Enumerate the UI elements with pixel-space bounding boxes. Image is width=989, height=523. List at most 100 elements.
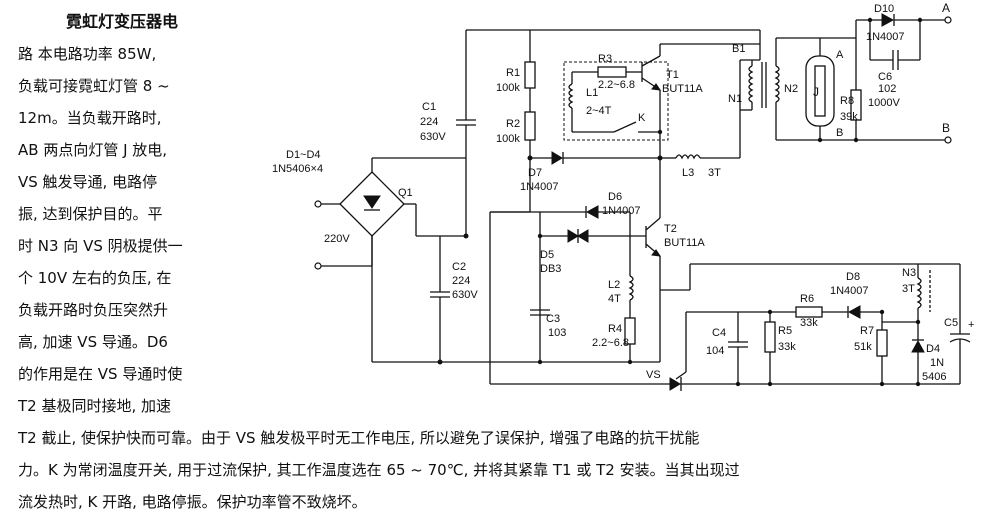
text-line-7: 时 N3 向 VS 阴极提供一 <box>18 237 183 255</box>
d6-label: D6 <box>608 191 622 203</box>
mains-voltage: 220V <box>324 233 350 245</box>
vs-label: VS <box>646 369 661 381</box>
capacitor-c4 <box>728 312 748 384</box>
diode-d4 <box>882 319 925 387</box>
diac-d5 <box>567 229 646 243</box>
r3-label: R3 <box>598 53 612 65</box>
r8-value: 39k <box>840 111 858 123</box>
bridge-part: 1N5406×4 <box>272 163 323 175</box>
r1-label: R1 <box>506 67 520 79</box>
transformer-b1 <box>739 30 780 140</box>
bridge-label: D1~D4 <box>286 149 321 161</box>
lamp-label: J <box>813 85 819 99</box>
r2-label: R2 <box>506 118 520 130</box>
thermal-switch-k <box>613 121 663 135</box>
d6-part: 1N4007 <box>602 205 641 217</box>
d7-label: D7 <box>528 167 542 179</box>
text-bottom-2: 力。K 为常闭温度开关, 用于过流保护, 其工作温度选在 65 ~ 70℃, 并… <box>18 461 740 479</box>
transistor-t2 <box>645 158 662 362</box>
text-line-12: T2 基极同时接地, 加速 <box>18 397 172 415</box>
bridge-rectifier <box>339 157 466 362</box>
capacitor-c6 <box>869 20 921 70</box>
l3-value: 3T <box>708 167 721 179</box>
text-line-3: 12m。当负载开路时, <box>18 109 162 127</box>
resistor-r4 <box>624 317 636 362</box>
text-bottom-1: T2 截止, 使保护快而可靠。由于 VS 触发极平时无工作电压, 所以避免了误保… <box>18 429 700 447</box>
diode-d7 <box>530 151 663 165</box>
resistor-r2 <box>524 111 536 212</box>
text-line-2: 负载可接霓虹灯管 8 ~ <box>18 77 170 95</box>
t1-k-dashed-outline <box>563 61 669 141</box>
c5-plus: + <box>968 319 974 331</box>
r1-value: 100k <box>496 82 520 94</box>
lamp-pin-b: B <box>836 127 843 139</box>
thyristor-vs <box>669 312 946 391</box>
terminal-a <box>944 16 952 24</box>
c6-voltage: 1000V <box>868 97 900 109</box>
terminal-b <box>944 136 952 144</box>
capacitor-c1 <box>456 30 476 236</box>
d4-part-a: 1N <box>930 357 944 369</box>
inductor-l1 <box>568 72 614 133</box>
t1-part: BUT11A <box>662 83 703 95</box>
c3-label: C3 <box>546 313 560 325</box>
resistor-r6 <box>770 306 848 318</box>
t1-label: T1 <box>666 69 679 81</box>
inductor-l2 <box>628 236 634 318</box>
r2-value: 100k <box>496 133 520 145</box>
capacitor-c2 <box>430 236 450 362</box>
l1-label: L1 <box>586 87 598 99</box>
text-line-11: 的作用是在 VS 导通时使 <box>18 365 183 383</box>
l3-label: L3 <box>682 167 694 179</box>
b1-label: B1 <box>732 43 745 55</box>
article-title: 霓虹灯变压器电 <box>66 12 179 31</box>
out-a-label: A <box>942 1 950 15</box>
text-line-8: 个 10V 左右的负压, 在 <box>18 269 172 287</box>
text-bottom-3: 流发热时, K 开路, 电路停振。保护功率管不致烧坏。 <box>18 493 367 511</box>
r5-label: R5 <box>778 325 792 337</box>
c2-voltage: 630V <box>452 289 478 301</box>
resistor-r1 <box>524 30 536 112</box>
text-line-1: 路 本电路功率 85W, <box>18 45 157 63</box>
r6-value: 33k <box>800 317 818 329</box>
c1-label: C1 <box>422 101 436 113</box>
lamp-pin-a: A <box>836 49 844 61</box>
r4-value: 2.2~6.8 <box>592 337 629 349</box>
r8-label: R8 <box>840 95 854 107</box>
c6-label: C6 <box>878 71 892 83</box>
diode-d6 <box>490 205 631 236</box>
resistor-r5 <box>764 312 776 384</box>
resistor-r3 <box>572 66 642 78</box>
d8-part: 1N4007 <box>830 285 869 297</box>
n2-label: N2 <box>784 83 798 95</box>
d8-label: D8 <box>846 271 860 283</box>
inductor-l3 <box>660 110 741 160</box>
capacitor-c3 <box>530 309 550 316</box>
text-line-5: VS 触发导通, 电路停 <box>18 173 158 191</box>
l2-value: 4T <box>608 293 621 305</box>
c2-value: 224 <box>452 275 470 287</box>
capacitor-c5 <box>946 326 971 385</box>
d10-label: D10 <box>874 3 894 15</box>
d4-part-b: 5406 <box>922 371 946 383</box>
c2-label: C2 <box>452 261 466 273</box>
r7-label: R7 <box>860 325 874 337</box>
text-line-10: 高, 加速 VS 导通。D6 <box>18 333 168 351</box>
d5-label: D5 <box>540 249 554 261</box>
r5-value: 33k <box>778 341 796 353</box>
l2-label: L2 <box>608 279 620 291</box>
t2-part: BUT11A <box>664 237 705 249</box>
d10-part: 1N4007 <box>866 31 905 43</box>
r3-value: 2.2~6.8 <box>598 79 635 91</box>
c1-value: 224 <box>420 116 438 128</box>
c6-value: 102 <box>878 83 896 95</box>
r4-label: R4 <box>608 323 622 335</box>
c1-voltage: 630V <box>420 131 446 143</box>
r7-value: 51k <box>854 341 872 353</box>
neon-lamp-j <box>805 38 835 140</box>
c4-value: 104 <box>706 345 724 357</box>
resistor-r8 <box>850 38 862 143</box>
d7-part: 1N4007 <box>520 181 559 193</box>
